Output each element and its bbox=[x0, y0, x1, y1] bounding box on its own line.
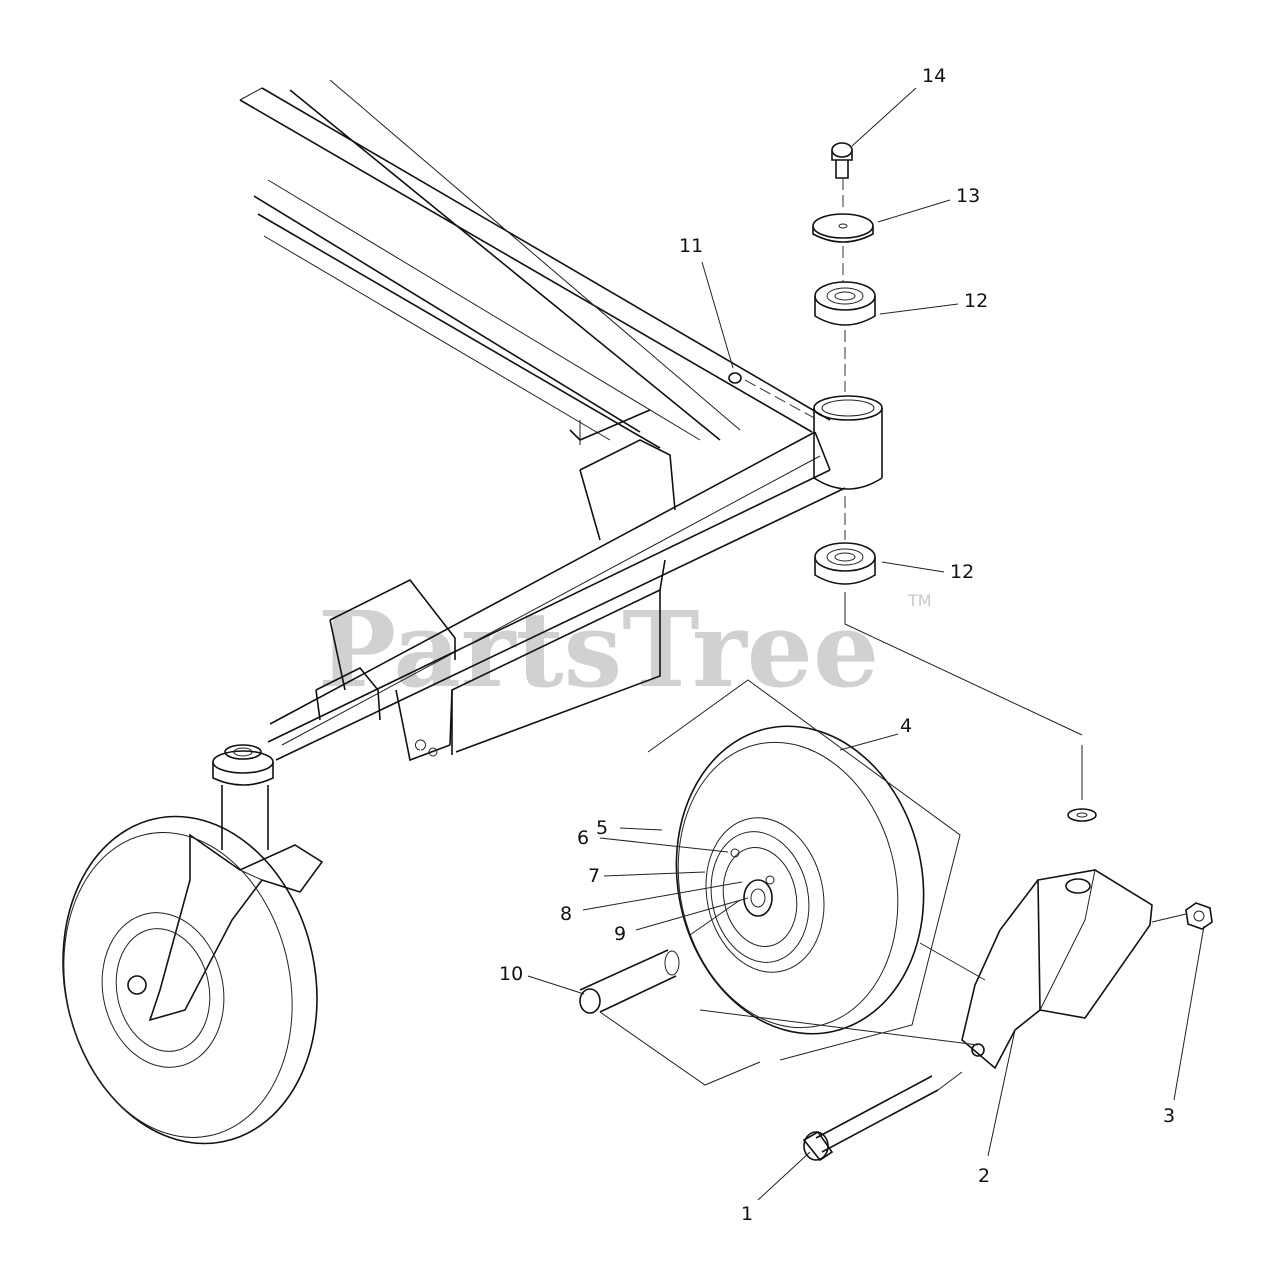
spindle-tube bbox=[813, 395, 883, 490]
callout-6: 6 bbox=[577, 827, 589, 849]
callout-13: 13 bbox=[956, 185, 980, 207]
callout-3: 3 bbox=[1163, 1105, 1175, 1127]
callout-5: 5 bbox=[596, 817, 608, 839]
grease-fitting bbox=[728, 372, 742, 384]
center-lines bbox=[599, 178, 1187, 1091]
callout-10: 10 bbox=[499, 963, 523, 985]
upper-bearing bbox=[814, 281, 876, 326]
callout-11: 11 bbox=[679, 235, 703, 257]
callout-7: 7 bbox=[588, 865, 600, 887]
callout-4: 4 bbox=[900, 715, 912, 737]
callouts: 14 13 12 12 11 4 5 6 7 8 9 10 1 2 3 bbox=[499, 65, 1205, 1225]
left-caster-assembly bbox=[62, 744, 324, 1145]
callout-12-lower: 12 bbox=[950, 561, 974, 583]
callout-12-upper: 12 bbox=[964, 290, 988, 312]
top-bolt bbox=[831, 142, 853, 179]
washer-top bbox=[812, 213, 874, 243]
bolt bbox=[802, 1075, 939, 1162]
lower-bearing bbox=[814, 542, 876, 585]
frame-rails bbox=[239, 79, 831, 449]
callout-14: 14 bbox=[922, 65, 946, 87]
nut bbox=[1185, 902, 1213, 930]
exploded-wheel bbox=[647, 679, 961, 1061]
callout-8: 8 bbox=[560, 903, 572, 925]
watermark-trademark: TM bbox=[907, 591, 932, 610]
callout-2: 2 bbox=[978, 1165, 990, 1187]
callout-1: 1 bbox=[741, 1203, 753, 1225]
cross-bar bbox=[267, 431, 846, 762]
axle-spacer bbox=[579, 949, 680, 1014]
callout-9: 9 bbox=[614, 923, 626, 945]
yoke bbox=[961, 808, 1153, 1070]
watermark-logo: PartsTree bbox=[318, 588, 879, 711]
